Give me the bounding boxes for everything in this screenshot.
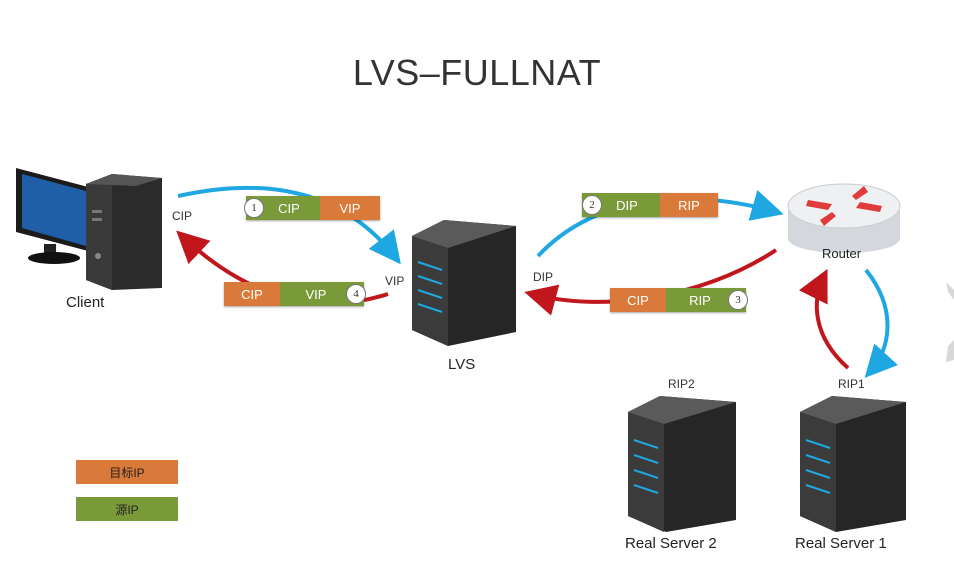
packet-step-2: 2 DIP RIP — [582, 193, 718, 217]
client-label: Client — [66, 294, 105, 311]
server-icon — [628, 396, 736, 532]
legend-dst-ip: 目标IP — [76, 460, 178, 484]
packet-src-text: RIP — [689, 292, 711, 308]
arrow-client-to-lvs — [177, 185, 401, 265]
dip-label: DIP — [533, 270, 554, 284]
packet-dst: RIP — [660, 193, 718, 217]
packet-src-text: CIP — [278, 200, 300, 216]
packet-dst: CIP — [610, 288, 666, 312]
arrow-router-to-rs1 — [864, 268, 898, 378]
lvs-label: LVS — [448, 356, 476, 373]
rip1-label: RIP1 — [838, 377, 865, 391]
packet-step-4: CIP VIP 4 — [224, 282, 366, 306]
step-number: 4 — [346, 284, 366, 304]
server-icon — [412, 220, 516, 346]
packet-step-1: 1 CIP VIP — [244, 196, 380, 220]
packet-src-text: DIP — [616, 197, 638, 213]
rip2-label: RIP2 — [668, 377, 695, 391]
vip-label: VIP — [385, 274, 405, 288]
real-server-1-label: Real Server 1 — [795, 535, 887, 552]
legend-src-ip: 源IP — [76, 497, 178, 521]
step-number: 3 — [728, 290, 748, 310]
arrow-rs1-to-router — [798, 268, 850, 370]
packet-src: 1 CIP — [244, 196, 320, 220]
computer-icon — [16, 168, 162, 290]
step-number: 2 — [582, 195, 602, 215]
packet-src: VIP 4 — [280, 282, 366, 306]
edge-fragment — [946, 340, 954, 362]
real-server-2-label: Real Server 2 — [625, 535, 717, 552]
router-icon — [787, 183, 901, 253]
diagram-title: LVS–FULLNAT — [352, 52, 602, 93]
edge-fragment — [946, 282, 954, 300]
packet-step-3: CIP RIP 3 — [610, 288, 748, 312]
step-number: 1 — [244, 198, 264, 218]
packet-src-text: VIP — [305, 286, 327, 302]
packet-dst: VIP — [320, 196, 380, 220]
server-icon — [800, 396, 906, 532]
cip-label: CIP — [172, 209, 193, 223]
router-label: Router — [822, 246, 862, 261]
packet-src: RIP 3 — [666, 288, 748, 312]
packet-dst: CIP — [224, 282, 280, 306]
packet-src: 2 DIP — [582, 193, 660, 217]
